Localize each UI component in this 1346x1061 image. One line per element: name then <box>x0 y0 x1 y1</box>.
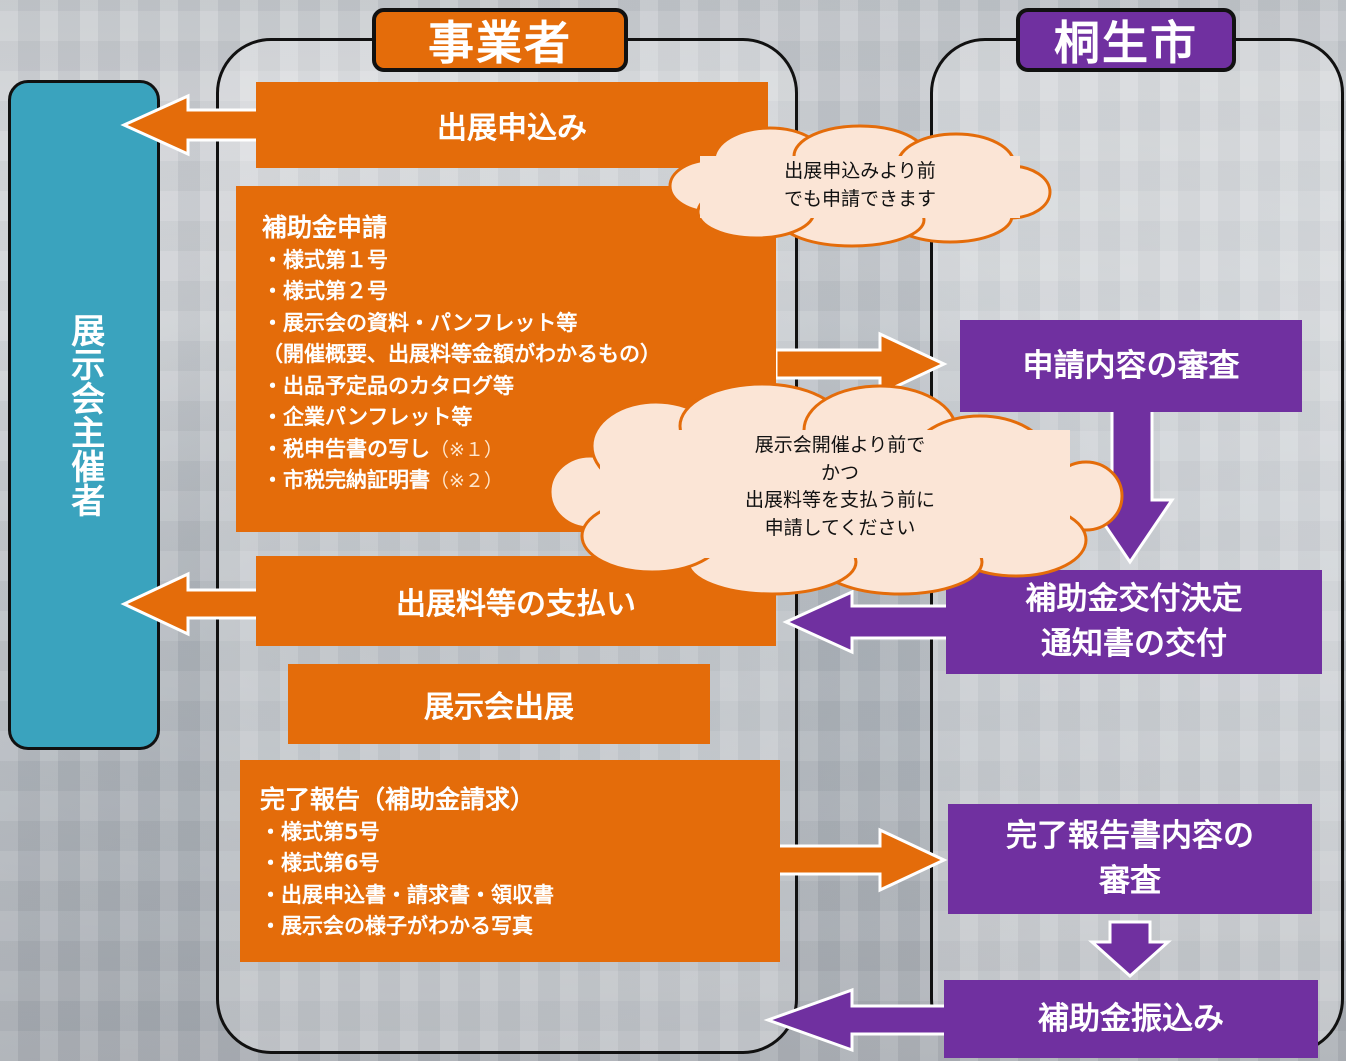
arrow-payment-to-host <box>120 571 260 637</box>
callout-before-exhibition: 展示会開催より前で かつ 出展料等を支払う前に 申請してください <box>744 434 935 539</box>
list-item: ・展示会の様子がわかる写真 <box>260 914 533 938</box>
list-item: ・税申告書の写し（※１） <box>262 436 503 461</box>
completion-report-box: 完了報告（補助金請求） ・様式第5号 ・様式第6号 ・出展申込書・請求書・領収書… <box>240 760 780 962</box>
arrow-request-to-review <box>774 331 948 397</box>
arrow-decision-to-payment <box>782 589 950 655</box>
list-item: （開催概要、出展料等金額がわかるもの） <box>262 342 661 366</box>
arrow-application-to-host <box>120 93 260 157</box>
footnote-marker: （※２） <box>430 470 503 492</box>
arrow-completion-review-to-transfer <box>1088 920 1172 979</box>
completion-review-box: 完了報告書内容の 審査 <box>948 804 1312 914</box>
list-item: ・出品予定品のカタログ等 <box>262 373 514 398</box>
review-box: 申請内容の審査 <box>960 320 1302 412</box>
callout-before-application: 出展申込みより前 でも申請できます <box>783 160 936 210</box>
city-lane-title: 桐生市 <box>1016 8 1236 72</box>
list-item: ・出展申込書・請求書・領収書 <box>260 882 554 907</box>
list-item: ・様式第5号 <box>260 819 380 844</box>
exhibit-box: 展示会出展 <box>288 664 710 744</box>
decision-box: 補助金交付決定 通知書の交付 <box>946 570 1322 674</box>
list-item: ・企業パンフレット等 <box>262 405 473 429</box>
decision-line-2: 通知書の交付 <box>1041 626 1227 662</box>
business-lane-title: 事業者 <box>372 8 628 72</box>
host-box: 展示会主催者 <box>8 80 160 750</box>
host-label: 展示会主催者 <box>64 313 105 517</box>
list-item: ・展示会の資料・パンフレット等 <box>262 310 578 335</box>
list-item: ・様式第１号 <box>262 247 388 272</box>
application-box: 出展申込み <box>256 82 768 168</box>
completion-report-title: 完了報告（補助金請求） <box>260 785 536 814</box>
list-item: ・様式第6号 <box>260 851 380 875</box>
completion-review-line-1: 完了報告書内容の <box>1006 818 1254 855</box>
arrow-transfer-to-business <box>763 987 950 1053</box>
decision-line-1: 補助金交付決定 <box>1025 581 1243 618</box>
arrow-report-to-completion-review <box>774 827 948 893</box>
list-item: ・様式第２号 <box>262 279 388 303</box>
transfer-box: 補助金振込み <box>944 980 1318 1058</box>
footnote-marker: （※１） <box>430 438 503 461</box>
completion-review-line-2: 審査 <box>1099 863 1161 899</box>
subsidy-request-title: 補助金申請 <box>262 213 388 242</box>
list-item: ・市税完納証明書（※２） <box>262 468 503 492</box>
